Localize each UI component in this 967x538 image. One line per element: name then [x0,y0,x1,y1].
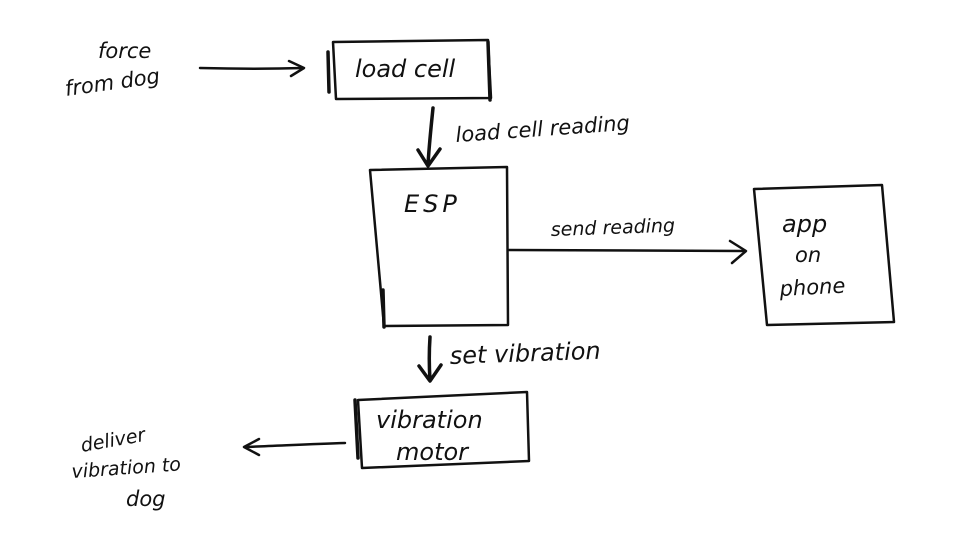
send-reading-arrow-head [728,239,748,265]
vibration-motor-label-line2: motor [396,438,470,466]
force-arrow-shaft [198,66,305,70]
deliver-arrow-shaft [243,441,347,449]
vibration-motor-box [356,390,531,470]
app-on-phone-box [752,183,896,327]
set-vibration-label: set vibration [449,337,601,370]
set-vibration-arrow-head [417,363,443,383]
deliver-arrow-head [242,437,261,457]
app-label-line1: app [782,210,827,238]
vibration-motor-box-accent [353,398,360,460]
send-reading-label: send reading [550,215,675,241]
esp-box-accent [381,288,386,329]
load-cell-reading-arrow-shaft [426,106,435,167]
force-from-dog-label-line1: force [98,39,151,63]
esp-box [368,165,510,328]
load-cell-box-accent-left [326,50,331,94]
app-label-line3: phone [778,274,846,301]
load-cell-label: load cell [355,55,456,83]
load-cell-box-accent-right [486,40,492,102]
deliver-label-line2: vibration to [71,453,182,483]
force-from-dog-label-line2: from dog [63,64,161,101]
vibration-motor-label-line1: vibration [376,406,483,434]
load-cell-reading-arrow-head [416,147,442,168]
load-cell-reading-label: load cell reading [455,111,631,147]
force-arrow-head [287,59,306,78]
set-vibration-arrow-shaft [427,335,432,382]
send-reading-arrow-shaft [507,248,746,253]
app-label-line2: on [795,243,821,267]
deliver-label-line1: deliver [79,424,148,457]
deliver-label-line3: dog [126,487,166,511]
esp-label: ESP [404,190,461,218]
